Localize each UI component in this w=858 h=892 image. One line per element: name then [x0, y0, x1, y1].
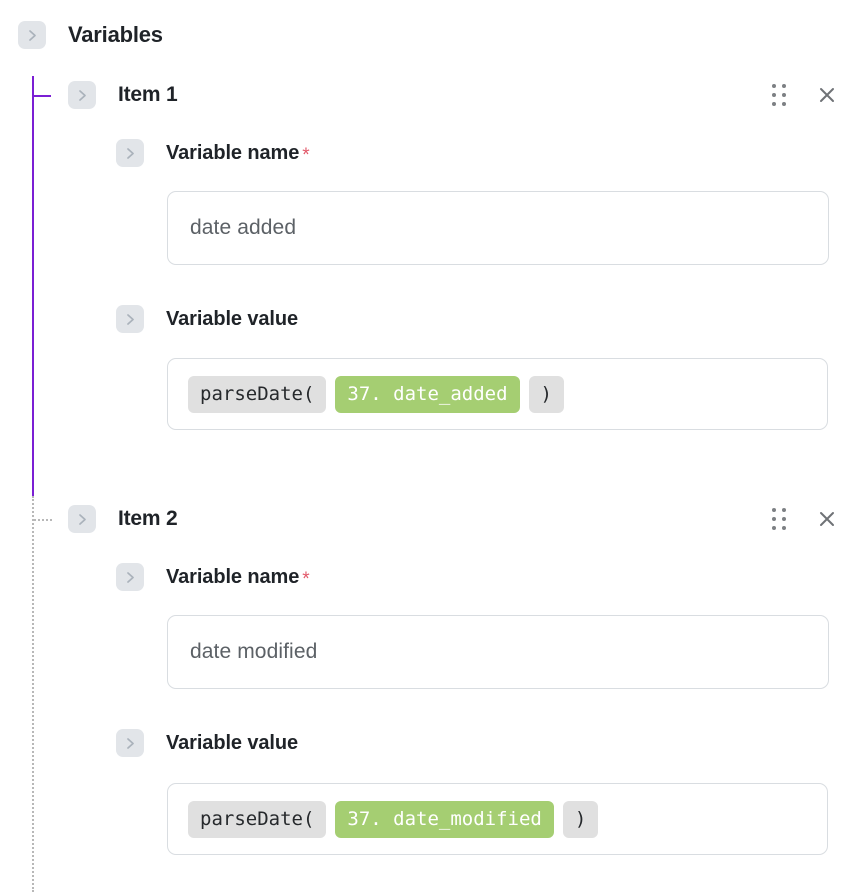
required-asterisk: *	[302, 144, 310, 166]
connector-rail-inactive	[32, 496, 34, 892]
variable-name-label-text: Variable name	[166, 141, 300, 164]
variable-name-label-row-1: Variable name*	[116, 139, 310, 167]
chevron-right-icon[interactable]	[18, 21, 46, 49]
expression-variable-token[interactable]: 37. date_added	[335, 375, 520, 413]
item-header-1: Item 1	[68, 81, 840, 109]
variable-name-input-2[interactable]: date modified	[167, 615, 829, 689]
page-title: Variables	[68, 22, 163, 47]
expression-token[interactable]: parseDate(	[188, 375, 327, 413]
variable-name-input-1[interactable]: date added	[167, 191, 829, 265]
expression-token[interactable]: )	[562, 800, 599, 838]
variable-name-value: date added	[190, 216, 297, 239]
variable-name-label-text: Variable name	[166, 565, 300, 588]
variable-name-value: date modified	[190, 640, 318, 663]
chevron-right-icon[interactable]	[68, 81, 96, 109]
variable-value-input-2[interactable]: parseDate( 37. date_modified )	[167, 783, 828, 855]
variable-value-label: Variable value	[166, 731, 299, 754]
chevron-right-icon[interactable]	[116, 563, 144, 591]
item-actions	[770, 506, 840, 532]
required-asterisk: *	[302, 568, 310, 590]
variable-name-label: Variable name*	[166, 566, 310, 589]
variable-value-label: Variable value	[166, 307, 299, 330]
connector-tick-item-2	[34, 519, 52, 521]
chevron-right-icon[interactable]	[116, 305, 144, 333]
connector-rail-active	[32, 76, 34, 496]
close-icon[interactable]	[814, 82, 840, 108]
chevron-right-icon[interactable]	[116, 139, 144, 167]
drag-handle-icon[interactable]	[770, 82, 788, 108]
connector-tick-item-1	[34, 95, 51, 97]
close-icon[interactable]	[814, 506, 840, 532]
variable-value-input-1[interactable]: parseDate( 37. date_added )	[167, 358, 828, 430]
variable-name-label: Variable name*	[166, 142, 310, 165]
expression-variable-token[interactable]: 37. date_modified	[335, 800, 554, 838]
chevron-right-icon[interactable]	[116, 729, 144, 757]
expression-token[interactable]: parseDate(	[188, 800, 327, 838]
item-header-2: Item 2	[68, 505, 840, 533]
variables-group-header: Variables	[18, 21, 163, 49]
variable-value-label-row-2: Variable value	[116, 729, 298, 757]
item-title: Item 2	[118, 507, 178, 530]
item-title: Item 1	[118, 83, 178, 106]
drag-handle-icon[interactable]	[770, 506, 788, 532]
variable-value-label-row-1: Variable value	[116, 305, 298, 333]
expression-token[interactable]: )	[528, 375, 564, 413]
item-actions	[770, 82, 840, 108]
chevron-right-icon[interactable]	[68, 505, 96, 533]
variable-name-label-row-2: Variable name*	[116, 563, 310, 591]
